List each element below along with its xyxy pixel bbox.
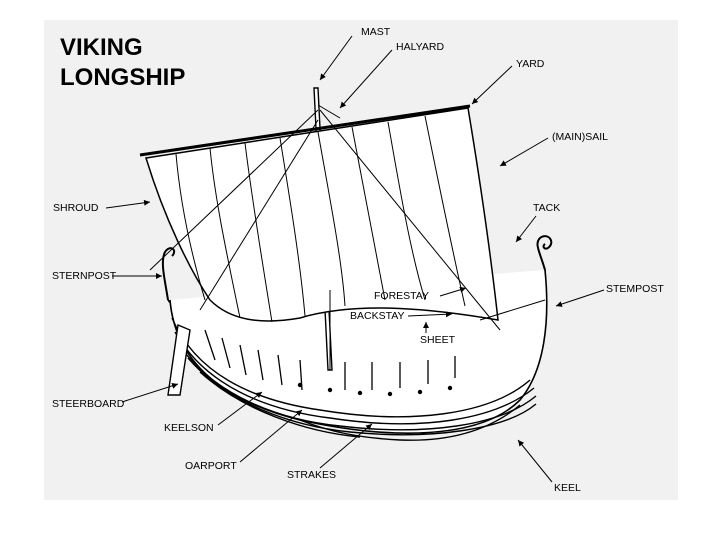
label-steerboard: STEERBOARD bbox=[52, 398, 125, 410]
label-main-sail: (MAIN)SAIL bbox=[552, 131, 609, 143]
label-stempost: STEMPOST bbox=[606, 283, 664, 295]
label-strakes: STRAKES bbox=[287, 469, 337, 481]
leader-lines bbox=[105, 35, 605, 483]
main-sail bbox=[145, 107, 499, 322]
label-backstay: BACKSTAY bbox=[350, 310, 405, 322]
label-shroud: SHROUD bbox=[53, 202, 99, 214]
rigging bbox=[149, 104, 546, 370]
label-halyard: HALYARD bbox=[396, 41, 445, 53]
label-tack: TACK bbox=[533, 202, 561, 214]
oarports bbox=[297, 382, 453, 397]
steerboard bbox=[167, 324, 191, 396]
label-sheet: SHEET bbox=[420, 334, 456, 346]
label-oarport: OARPORT bbox=[185, 460, 237, 472]
yard bbox=[139, 104, 471, 157]
diagram-title-line-1: VIKING bbox=[60, 34, 143, 61]
label-sternpost: STERNPOST bbox=[52, 270, 117, 282]
sternpost bbox=[161, 247, 176, 301]
diagram-title-line-2: LONGSHIP bbox=[60, 64, 186, 91]
label-mast: MAST bbox=[361, 26, 391, 38]
label-keel: KEEL bbox=[554, 482, 581, 494]
label-yard: YARD bbox=[516, 58, 545, 70]
label-keelson: KEELSON bbox=[164, 422, 214, 434]
stempost bbox=[536, 235, 553, 271]
sail-seams bbox=[175, 115, 466, 323]
label-forestay: FORESTAY bbox=[374, 290, 430, 302]
